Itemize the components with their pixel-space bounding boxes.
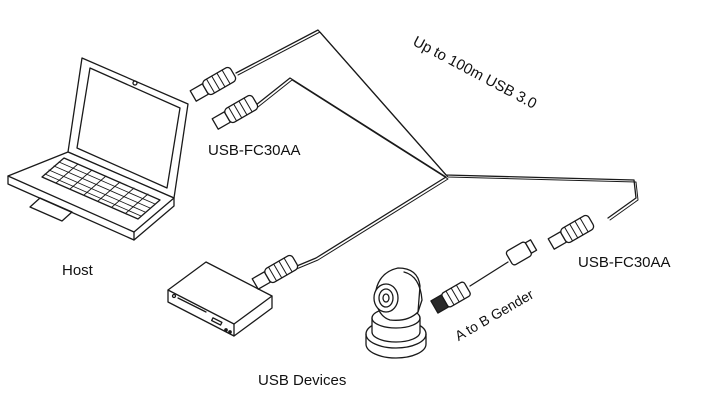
cable-long: [235, 29, 637, 219]
gender-adapter-icon: [505, 239, 538, 266]
usb-plug-top-icon: [189, 66, 237, 102]
cable-short: [469, 261, 509, 287]
cable-medium: [255, 77, 447, 269]
usb-b-plug-icon: [430, 281, 471, 314]
usb-plug-right-icon: [547, 214, 595, 250]
host-label: Host: [62, 262, 93, 279]
camera-icon: [365, 267, 427, 359]
usb-device-box-icon: [167, 261, 273, 337]
usb-devices-label: USB Devices: [258, 372, 347, 389]
cable-left-label: USB-FC30AA: [208, 142, 301, 159]
usb-plug-device-icon: [251, 254, 299, 290]
usb-plug-mid-icon: [211, 94, 259, 130]
cable-right-label: USB-FC30AA: [578, 254, 671, 271]
laptop-icon: [7, 57, 189, 241]
